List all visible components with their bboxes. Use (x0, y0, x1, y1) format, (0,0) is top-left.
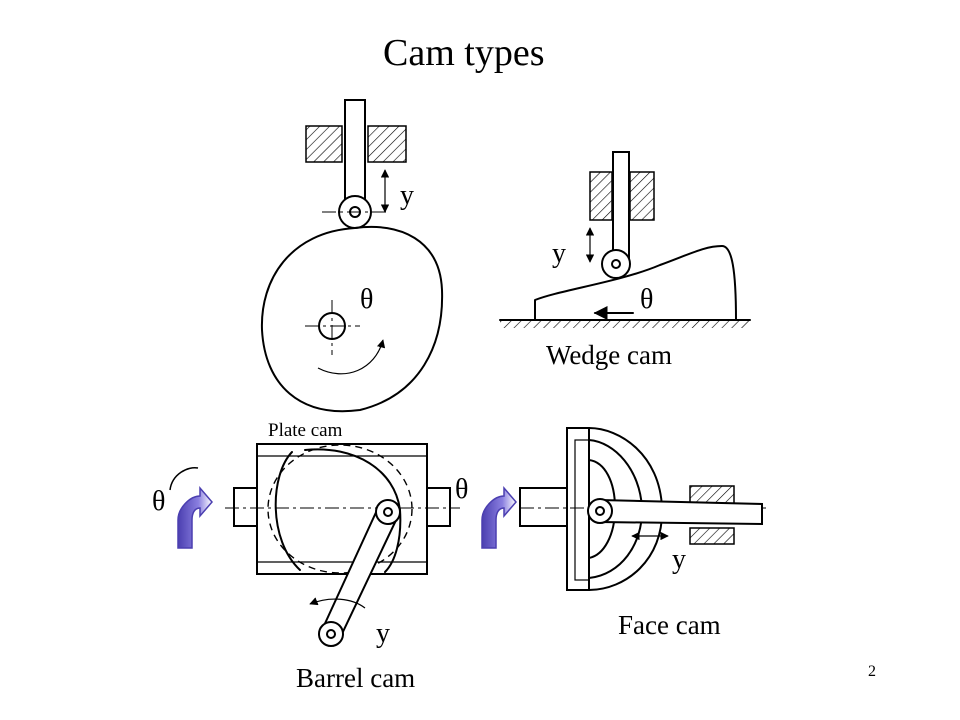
barrel-right-shaft (425, 487, 451, 527)
plate-follower-stem (344, 99, 366, 211)
wedge-cam-diagram (499, 151, 751, 328)
wedge-guide-right (629, 171, 655, 221)
barrel-rotation-arrow (169, 466, 213, 549)
barrel-cam-diagram (225, 443, 460, 647)
plate-theta-label: θ (360, 284, 374, 315)
plate-cam-profile (260, 226, 444, 413)
plate-rotation-arrow (317, 339, 386, 375)
wedge-theta-label: θ (640, 284, 654, 315)
barrel-drum (256, 443, 428, 575)
face-cam-diagram (519, 427, 770, 591)
wedge-cam-caption: Wedge cam (546, 340, 673, 370)
face-guide-top (689, 485, 735, 505)
wedge-y-label: y (552, 238, 566, 269)
face-cam-caption: Face cam (618, 610, 721, 640)
slide-title: Cam types (383, 32, 545, 74)
barrel-swing-arrow (309, 597, 366, 609)
face-y-label: y (672, 544, 686, 575)
face-theta-label: θ (455, 474, 469, 505)
barrel-groove-hidden (267, 444, 413, 574)
face-follower-rod (599, 498, 763, 526)
face-rotation-arrow (481, 485, 517, 549)
barrel-left-shaft (233, 487, 259, 527)
barrel-theta-label: θ (152, 486, 166, 517)
page-number: 2 (868, 663, 876, 680)
face-disc (566, 427, 590, 591)
barrel-y-label: y (376, 618, 390, 649)
wedge-ground (500, 320, 750, 328)
wedge-body (534, 245, 737, 321)
face-left-shaft (519, 487, 569, 527)
plate-y-label: y (400, 180, 414, 211)
barrel-cam-caption: Barrel cam (296, 663, 416, 693)
wedge-follower-stem (612, 151, 630, 263)
wedge-guide-left (589, 171, 613, 221)
plate-cam-diagram (260, 99, 444, 413)
face-guide-bottom (689, 527, 735, 545)
plate-cam-caption: Plate cam (268, 420, 343, 441)
plate-guide-left (305, 125, 343, 163)
plate-guide-right (367, 125, 407, 163)
